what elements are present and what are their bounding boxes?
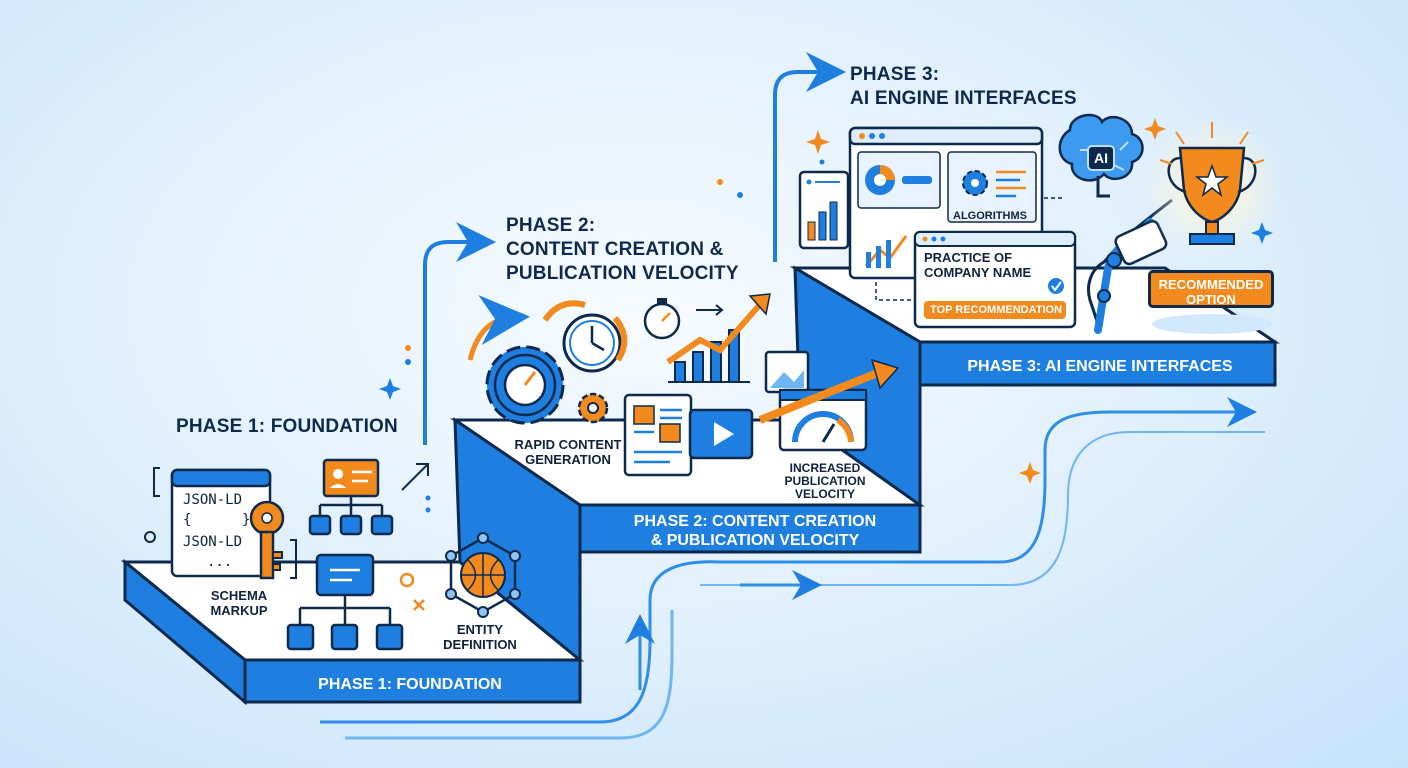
side-chart-icon xyxy=(798,170,850,250)
video-icon xyxy=(688,408,754,460)
schema-label-line-1: SCHEMA xyxy=(210,588,268,603)
phase2-heading-line-3: PUBLICATION VELOCITY xyxy=(506,263,739,284)
code-line-4: ... xyxy=(207,554,233,570)
robot-hand-icon xyxy=(1087,198,1173,334)
velocity-label-line-1: INCREASED xyxy=(789,461,861,475)
phase2-heading: PHASE 2: CONTENT CREATION & PUBLICATION … xyxy=(506,214,739,286)
id-card-icon xyxy=(322,458,380,498)
practice-label-line-1: PRACTICE OF xyxy=(924,250,1013,265)
increased-velocity-label: INCREASED PUBLICATION VELOCITY xyxy=(770,462,880,501)
key-icon xyxy=(249,500,285,580)
stopwatch-icon xyxy=(643,298,724,340)
trophy-icon xyxy=(1142,118,1282,334)
recommended-option-badge: RECOMMENDED OPTION xyxy=(1148,270,1274,308)
code-line-1: JSON-LD xyxy=(183,492,243,508)
phase3-heading: PHASE 3: AI ENGINE INTERFACES xyxy=(850,63,1077,111)
practice-label: PRACTICE OF COMPANY NAME xyxy=(924,250,1031,280)
entity-definition-label: ENTITY DEFINITION xyxy=(430,622,530,652)
phase-arrows xyxy=(423,52,846,445)
sparkles xyxy=(717,118,1273,484)
gear-icon-small xyxy=(577,392,609,424)
hierarchy-icon xyxy=(286,553,404,651)
schema-markup-label: SCHEMA MARKUP xyxy=(204,588,274,618)
phase2-band-label: PHASE 2: CONTENT CREATION & PUBLICATION … xyxy=(600,512,910,550)
phase2-band-line-2: & PUBLICATION VELOCITY xyxy=(650,532,860,549)
hierarchy-icon-small xyxy=(308,496,394,536)
recommended-line-1: RECOMMENDED xyxy=(1158,277,1264,292)
entity-label-line-2: DEFINITION xyxy=(443,637,517,652)
phase3-heading-line-2: AI ENGINE INTERFACES xyxy=(850,88,1077,109)
network-globe-icon xyxy=(445,532,521,618)
phase3-band-label: PHASE 3: AI ENGINE INTERFACES xyxy=(967,358,1233,375)
code-line-3: JSON-LD xyxy=(183,534,243,550)
phase1-band-label: PHASE 1: FOUNDATION xyxy=(318,676,502,693)
velocity-label-line-2: PUBLICATION xyxy=(784,474,866,488)
decorations-1 xyxy=(144,345,431,611)
growth-chart-icon xyxy=(666,293,771,383)
checkmark-icon xyxy=(1048,278,1064,294)
schema-label-line-2: MARKUP xyxy=(210,603,268,618)
entity-label-line-1: ENTITY xyxy=(456,622,504,637)
phase2-heading-line-1: PHASE 2: xyxy=(506,215,596,236)
phase2-band-line-1: PHASE 2: CONTENT CREATION xyxy=(633,513,877,530)
code-line-2: { } xyxy=(183,512,251,528)
speedometer-icon xyxy=(758,358,900,452)
clock-icon xyxy=(542,300,628,373)
rapid-label-line-2: GENERATION xyxy=(525,452,611,467)
phase1-heading: PHASE 1: FOUNDATION xyxy=(176,416,398,437)
phase3-heading-line-1: PHASE 3: xyxy=(850,64,940,85)
recommended-line-2: OPTION xyxy=(1186,292,1236,307)
rapid-content-label: RAPID CONTENT GENERATION xyxy=(508,437,628,467)
gear-icon xyxy=(467,295,565,425)
practice-label-line-2: COMPANY NAME xyxy=(924,265,1032,280)
phase2-heading-line-2: CONTENT CREATION & xyxy=(506,239,724,260)
image-icon xyxy=(764,350,810,394)
algorithms-label: ALGORITHMS xyxy=(953,210,1027,222)
rapid-label-line-1: RAPID CONTENT xyxy=(514,437,622,452)
flow-lines xyxy=(320,397,1265,740)
article-icon xyxy=(623,393,693,477)
ai-brain-icon xyxy=(1058,113,1144,198)
velocity-label-line-3: VELOCITY xyxy=(794,487,855,501)
top-recommendation-badge: TOP RECOMMENDATION xyxy=(924,301,1066,319)
code-window-icon xyxy=(153,467,297,579)
ai-chip-label: AI xyxy=(1094,150,1108,166)
